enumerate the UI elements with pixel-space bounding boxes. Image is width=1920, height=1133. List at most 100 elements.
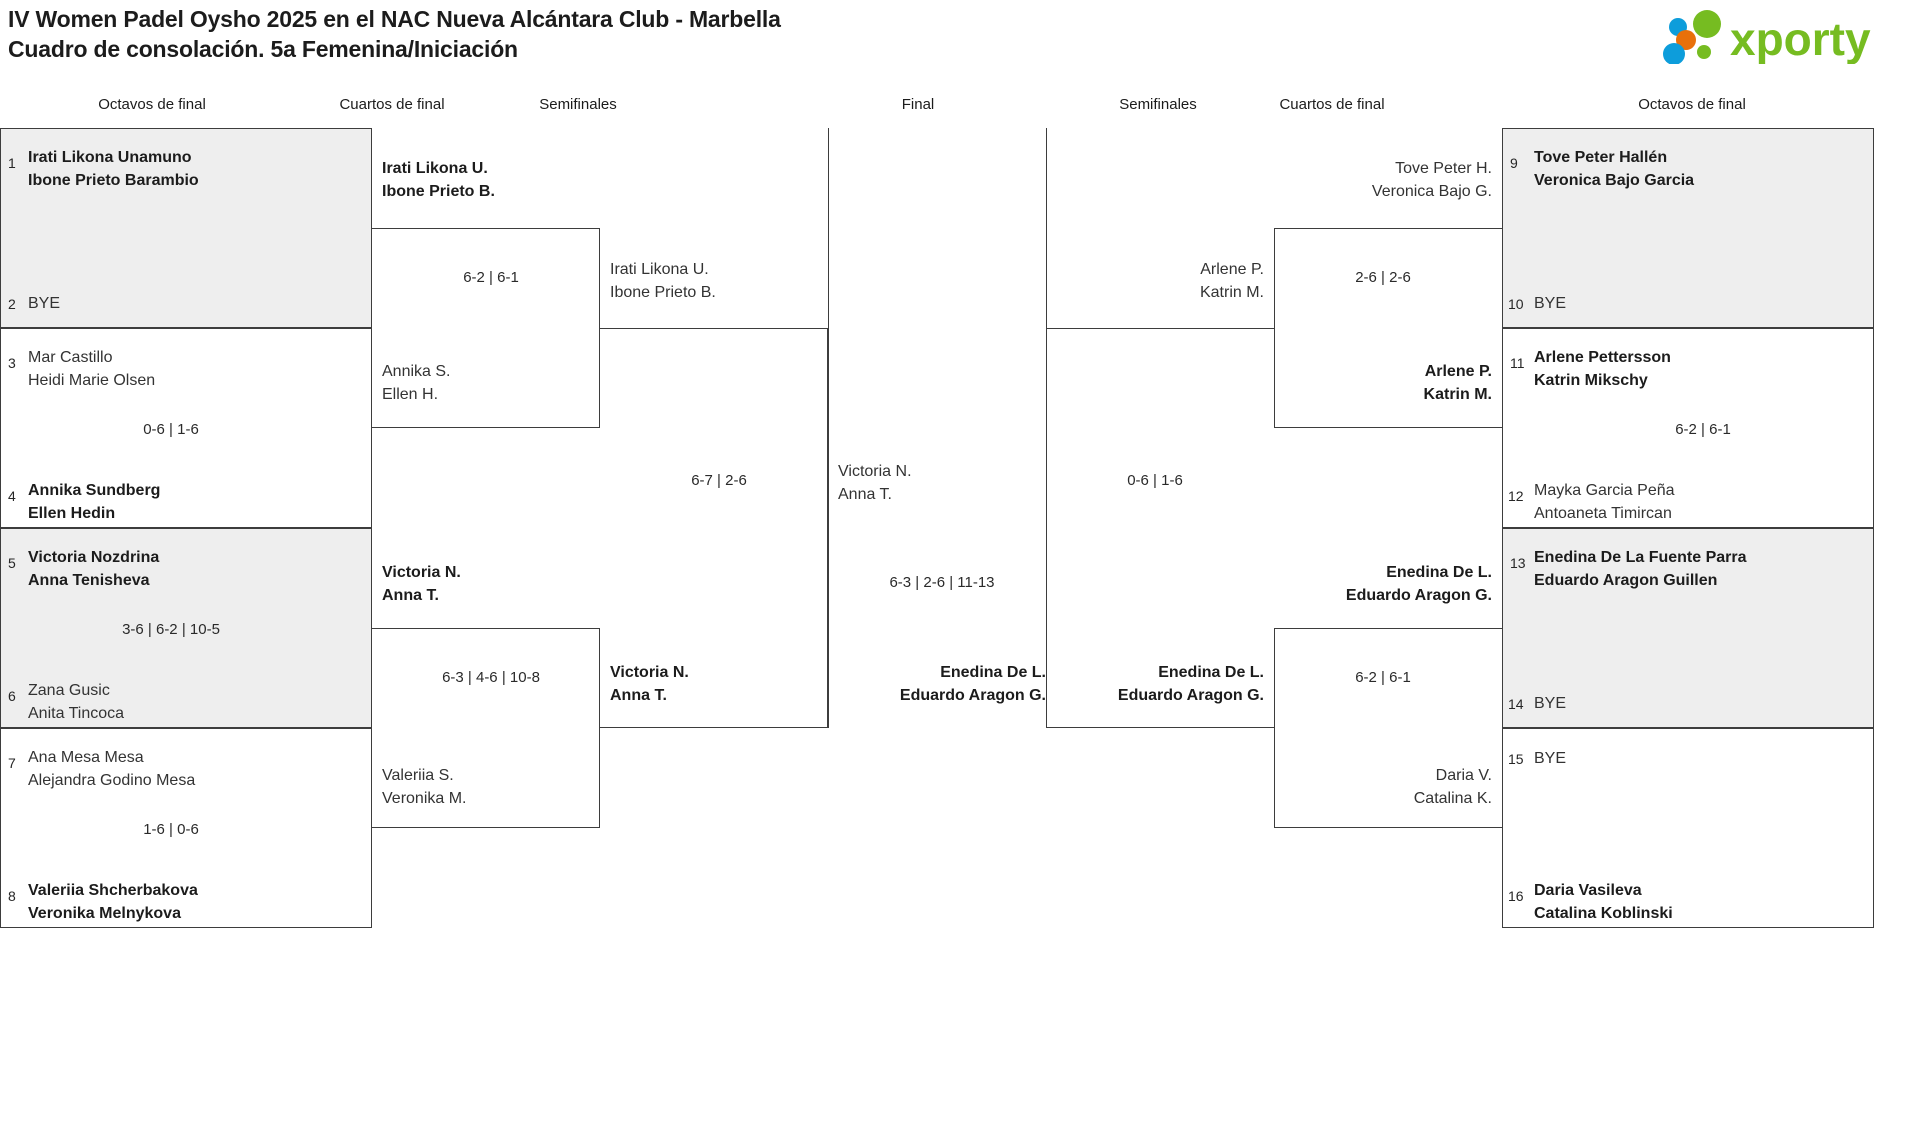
round-header-right-qf: Cuartos de final — [1279, 96, 1385, 113]
player-names: Daria Vasileva Catalina Koblinski — [1534, 879, 1673, 925]
bye-label: BYE — [28, 295, 61, 312]
player-names: Ana Mesa Mesa Alejandra Godino Mesa — [28, 746, 195, 792]
player-name-1: Irati Likona U. — [382, 160, 488, 177]
logo-wordmark: xporty — [1730, 13, 1871, 64]
round-header-left-sf: Semifinales — [539, 96, 617, 113]
player-name-2: Anna T. — [838, 486, 892, 503]
player-name-1: Tove Peter Hallén — [1534, 149, 1668, 166]
player-name-1: Arlene Pettersson — [1534, 349, 1671, 366]
sf-right-1-names: Arlene P. Katrin M. — [1056, 258, 1264, 304]
match-score: 1-6 | 0-6 — [143, 821, 199, 838]
player-names: Arlene Pettersson Katrin Mikschy — [1534, 346, 1671, 392]
player-name-2: Catalina K. — [1413, 790, 1492, 807]
sf-right-score: 0-6 | 1-6 — [1127, 472, 1183, 489]
seed-number: 8 — [8, 888, 16, 904]
player-name-2: Ibone Prieto B. — [610, 284, 716, 301]
match-box-left-r16-4[interactable]: 7 Ana Mesa Mesa Alejandra Godino Mesa 1-… — [0, 728, 372, 928]
connector-left-qf-2 — [372, 628, 600, 828]
player-names: Irati Likona Unamuno Ibone Prieto Baramb… — [28, 146, 199, 192]
player-name-1: Annika Sundberg — [28, 482, 161, 499]
logo-dot-orange — [1676, 30, 1696, 50]
final-score: 6-3 | 2-6 | 11-13 — [889, 574, 995, 591]
seed-number: 6 — [8, 688, 16, 704]
player-name-1: Victoria N. — [838, 463, 912, 480]
qf-right-2-names: Arlene P. Katrin M. — [1284, 360, 1492, 406]
qf-left-1-names: Irati Likona U. Ibone Prieto B. — [382, 157, 495, 203]
qf-right-4-names: Daria V. Catalina K. — [1284, 764, 1492, 810]
seed-number: 7 — [8, 755, 16, 771]
seed-number: 1 — [8, 155, 16, 171]
sf-left-1-names: Irati Likona U. Ibone Prieto B. — [610, 258, 716, 304]
match-score: 6-2 | 6-1 — [1675, 421, 1731, 438]
connector-left-qf-1 — [372, 228, 600, 428]
player-name-2: Eduardo Aragon G. — [1345, 587, 1492, 604]
player-name-2: Veronika Melnykova — [28, 905, 181, 922]
match-box-right-r16-4[interactable]: 15 BYE 16 Daria Vasileva Catalina Koblin… — [1502, 728, 1874, 928]
seed-number: 12 — [1508, 488, 1524, 504]
seed-number: 2 — [8, 296, 16, 312]
player-name-2: Ellen H. — [382, 386, 439, 403]
seed-number: 4 — [8, 488, 16, 504]
qf-left-2-names: Annika S. Ellen H. — [382, 360, 450, 406]
player-name-1: Zana Gusic — [28, 682, 110, 699]
connector-right-qf-2 — [1274, 628, 1502, 828]
round-header-right-r16: Octavos de final — [1638, 96, 1746, 113]
round-header-final: Final — [901, 96, 935, 113]
match-score: 0-6 | 1-6 — [143, 421, 199, 438]
sf-left-score: 6-7 | 2-6 — [691, 472, 747, 489]
player-name-2: Katrin M. — [1199, 284, 1264, 301]
sf-left-2-names: Victoria N. Anna T. — [610, 661, 689, 707]
seed-number: 16 — [1508, 888, 1524, 904]
qf-right-score-1: 2-6 | 2-6 — [1355, 269, 1411, 286]
match-box-right-r16-2[interactable]: 11 Arlene Pettersson Katrin Mikschy 6-2 … — [1502, 328, 1874, 528]
player-name-1: Daria Vasileva — [1534, 882, 1642, 899]
sf-right-2-names: Enedina De L. Eduardo Aragon G. — [1056, 661, 1264, 707]
round-header-right-sf: Semifinales — [1119, 96, 1197, 113]
player-name-1: Irati Likona U. — [610, 261, 709, 278]
final-team-2-names: Enedina De L. Eduardo Aragon G. — [838, 661, 1046, 707]
match-box-right-r16-3[interactable]: 13 Enedina De La Fuente Parra Eduardo Ar… — [1502, 528, 1874, 728]
player-name-2: Anna Tenisheva — [28, 572, 150, 589]
player-name-1: Annika S. — [382, 363, 451, 380]
player-name-2: Eduardo Aragon Guillen — [1534, 572, 1718, 589]
player-names: Valeriia Shcherbakova Veronika Melnykova — [28, 879, 198, 925]
qf-right-score-2: 6-2 | 6-1 — [1355, 669, 1411, 686]
player-name-1: Enedina De La Fuente Parra — [1534, 549, 1747, 566]
xporty-logo-svg: xporty — [1663, 10, 1871, 64]
connector-right-sf — [1046, 328, 1274, 728]
player-name-2: Ibone Prieto B. — [382, 183, 495, 200]
match-box-left-r16-3[interactable]: 5 Victoria Nozdrina Anna Tenisheva 3-6 |… — [0, 528, 372, 728]
title-line-1: IV Women Padel Oysho 2025 en el NAC Nuev… — [8, 6, 781, 32]
player-name-1: Mayka Garcia Peña — [1534, 482, 1675, 499]
player-names: Victoria Nozdrina Anna Tenisheva — [28, 546, 159, 592]
seed-number: 13 — [1510, 555, 1526, 571]
match-box-left-r16-1[interactable]: 1 Irati Likona Unamuno Ibone Prieto Bara… — [0, 128, 372, 328]
player-names: Mar Castillo Heidi Marie Olsen — [28, 346, 155, 392]
match-box-right-r16-1[interactable]: 9 Tove Peter Hallén Veronica Bajo Garcia… — [1502, 128, 1874, 328]
connector-right-qf-1 — [1274, 228, 1502, 428]
round-header-left-r16: Octavos de final — [98, 96, 206, 113]
player-names: Tove Peter Hallén Veronica Bajo Garcia — [1534, 146, 1694, 192]
final-left-rail — [828, 128, 829, 728]
title-line-2: Cuadro de consolación. 5a Femenina/Inici… — [8, 36, 518, 62]
logo-dot-green-big — [1693, 10, 1721, 38]
qf-right-3-names: Enedina De L. Eduardo Aragon G. — [1284, 561, 1492, 607]
player-name-2: Katrin M. — [1423, 386, 1492, 403]
player-names: Enedina De La Fuente Parra Eduardo Arago… — [1534, 546, 1747, 592]
player-name-2: Veronika M. — [382, 790, 467, 807]
player-name-2: Anna T. — [382, 587, 439, 604]
player-name-1: Daria V. — [1435, 767, 1492, 784]
seed-number: 14 — [1508, 696, 1524, 712]
seed-number: 10 — [1508, 296, 1524, 312]
match-box-left-r16-2[interactable]: 3 Mar Castillo Heidi Marie Olsen 0-6 | 1… — [0, 328, 372, 528]
qf-left-3-names: Victoria N. Anna T. — [382, 561, 461, 607]
bye-label: BYE — [1534, 750, 1567, 767]
player-name-1: Victoria N. — [610, 664, 689, 681]
qf-left-score-1: 6-2 | 6-1 — [463, 269, 519, 286]
player-name-1: Valeriia S. — [382, 767, 454, 784]
logo-dot-blue-bottom — [1663, 43, 1685, 64]
player-name-1: Arlene P. — [1424, 363, 1492, 380]
connector-left-sf — [600, 328, 828, 728]
player-name-1: Mar Castillo — [28, 349, 113, 366]
